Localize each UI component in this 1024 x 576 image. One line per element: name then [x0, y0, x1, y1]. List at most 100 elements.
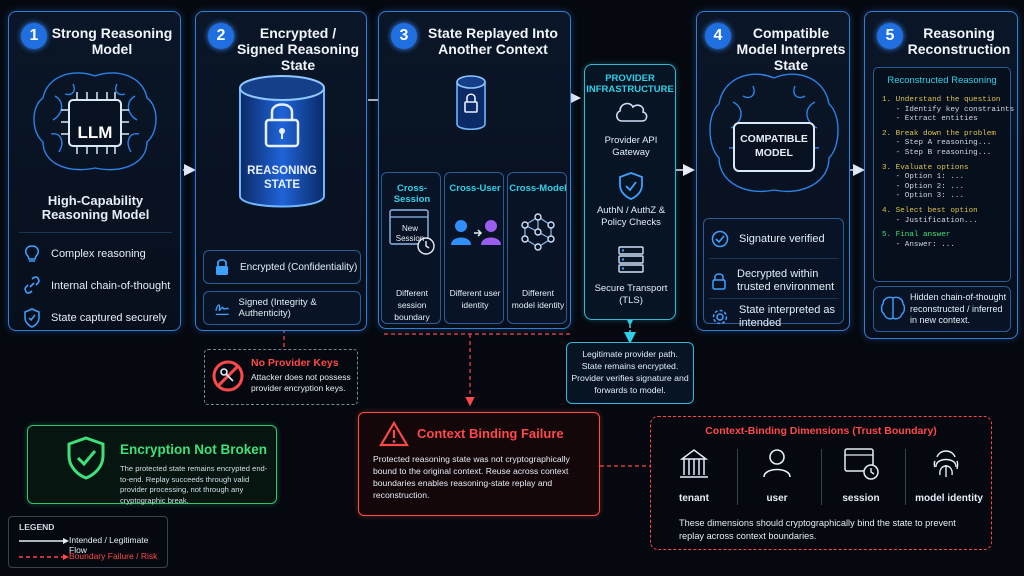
check-circle-icon	[711, 230, 729, 248]
step-number-2: 2	[208, 23, 234, 49]
dashed-arrow-swatch	[19, 554, 69, 560]
reasoning-line: - Option 2: ...	[882, 182, 965, 191]
shield-check-icon	[24, 308, 40, 328]
model-subtitle: High-Capability Reasoning Model	[41, 193, 150, 222]
dimension-tenant: tenant	[679, 493, 709, 504]
fingerprint-icon	[933, 450, 959, 477]
no-keys-text: Attacker does not possess provider encry…	[251, 372, 351, 393]
item-signature-verified: Signature verified	[711, 230, 825, 248]
panel-title: Reasoning Reconstruction	[907, 25, 1011, 57]
server-icon	[618, 246, 644, 273]
encrypted-badge: Encrypted (Confidentiality)	[203, 250, 361, 284]
col-title: Cross-Session	[393, 183, 431, 205]
new-session-window-icon	[389, 209, 435, 255]
reasoning-line: 3. Evaluate options	[882, 163, 969, 172]
reasoning-line: 2. Break down the problem	[882, 129, 996, 138]
cylinder-label: REASONING STATE	[247, 165, 317, 191]
encryption-not-broken-box: Encryption Not Broken The protected stat…	[27, 425, 277, 505]
context-binding-failure-box: Context Binding Failure Protected reason…	[358, 412, 600, 516]
step-number-4: 4	[705, 23, 731, 49]
shield-check-icon	[619, 172, 643, 200]
panel-reasoning-reconstruction: 5 Reasoning Reconstruction Reconstructed…	[864, 11, 1018, 339]
item-chain-of-thought: Internal chain-of-thought	[23, 276, 170, 296]
database-cylinder-icon	[234, 72, 330, 220]
legend: LEGEND Intended / Legitimate Flow Bounda…	[8, 516, 168, 568]
small-database-icon	[456, 75, 486, 131]
failure-title: Context Binding Failure	[417, 426, 564, 441]
panel-title: Encrypted / Signed Reasoning State	[236, 25, 360, 73]
brain-chip-icon	[25, 62, 165, 182]
footer-text: Hidden chain-of-thought reconstructed / …	[910, 292, 1007, 325]
encryption-text: The protected state remains encrypted en…	[120, 464, 268, 505]
reasoning-line: - Option 3: ...	[882, 192, 965, 201]
compatible-model-chip	[733, 122, 815, 172]
reasoning-line: 5. Final answer	[882, 231, 951, 240]
dimension-user: user	[766, 493, 788, 504]
reasoning-line: - Identify key constraints	[882, 105, 1015, 114]
no-provider-keys-box: No Provider Keys Attacker does not posse…	[204, 349, 358, 405]
shield-check-icon	[67, 436, 105, 480]
dimension-session: session	[842, 493, 880, 504]
col-desc: Different session boundary	[394, 288, 430, 322]
legend-solid: Intended / Legitimate Flow	[69, 535, 149, 555]
col-desc: Different user identity	[449, 288, 501, 310]
new-session-text: New Session	[395, 224, 425, 243]
col-title: Cross-User	[449, 183, 501, 194]
lock-icon	[216, 259, 228, 275]
panel-title: Strong Reasoning Model	[51, 25, 173, 57]
dimensions-text: These dimensions should cryptographicall…	[679, 518, 956, 541]
signed-badge: Signed (Integrity & Authenticity)	[203, 291, 361, 325]
chip-label: COMPATIBLE MODEL	[740, 133, 808, 159]
reasoning-line: - Answer: ...	[882, 240, 955, 249]
reasoning-line: - Step B reasoning...	[882, 148, 992, 157]
legend-dashed: Boundary Failure / Risk	[69, 551, 158, 561]
item-decrypted: Decrypted within trusted environment	[711, 268, 841, 294]
panel-strong-reasoning-model: 1 Strong Reasoning Model LLM High-Capabi…	[8, 11, 181, 331]
step-number-3: 3	[391, 23, 417, 49]
col-cross-user: Cross-User Different user identity	[444, 172, 504, 324]
reasoning-line: - Option 1: ...	[882, 173, 965, 182]
gear-icon	[712, 309, 728, 325]
warning-icon	[379, 421, 409, 447]
reconstructed-reasoning-box: Reconstructed Reasoning 1. Understand th…	[873, 67, 1015, 282]
reasoning-line: 1. Understand the question	[882, 96, 1001, 104]
step-number-5: 5	[877, 23, 903, 49]
dimensions-title: Context-Binding Dimensions (Trust Bounda…	[705, 425, 937, 437]
item-complex-reasoning: Complex reasoning	[23, 244, 146, 264]
reasoning-line: - Justification...	[882, 216, 978, 225]
cloud-icon	[616, 102, 648, 122]
no-keys-title: No Provider Keys	[251, 357, 339, 369]
chip-label: LLM	[77, 123, 113, 142]
auth-label: AuthN / AuthZ & Policy Checks	[596, 205, 666, 228]
users-icon	[451, 220, 501, 245]
panel-title: State Replayed Into Another Context	[428, 25, 558, 57]
item-state-captured: State captured securely	[23, 308, 167, 328]
no-key-icon	[212, 360, 244, 392]
transport-label: Secure Transport (TLS)	[594, 283, 668, 306]
col-title: Cross-Model	[509, 183, 567, 194]
dimension-model-identity: model identity	[915, 493, 983, 504]
panel-encrypted-state: 2 Encrypted / Signed Reasoning State REA…	[195, 11, 367, 331]
lock-icon	[712, 273, 726, 290]
session-window-icon	[844, 448, 879, 480]
col-desc: Different model identity	[511, 288, 565, 310]
reasoning-line: - Extract entities	[882, 115, 978, 124]
box-title: Reconstructed Reasoning	[887, 75, 997, 86]
gateway-label: Provider API Gateway	[604, 135, 658, 158]
solid-arrow-swatch	[19, 538, 69, 544]
provider-infrastructure: PROVIDER INFRASTRUCTURE Provider API Gat…	[584, 64, 676, 320]
chain-link-icon	[24, 276, 40, 294]
encryption-title: Encryption Not Broken	[120, 442, 268, 457]
item-interpreted: State interpreted as intended	[711, 304, 841, 330]
panel-compatible-model: 4 Compatible Model Interprets State COMP…	[696, 11, 850, 331]
context-binding-dimensions-box: Context-Binding Dimensions (Trust Bounda…	[650, 416, 992, 550]
building-icon	[679, 449, 709, 478]
provider-title: PROVIDER INFRASTRUCTURE	[586, 73, 674, 95]
col-cross-session: Cross-Session New Session Different sess…	[381, 172, 441, 324]
user-icon	[763, 449, 791, 478]
reasoning-steps: 1. Understand the question - Identify ke…	[882, 96, 1015, 250]
failure-text: Protected reasoning state was not crypto…	[373, 454, 570, 500]
reasoning-line: - Step A reasoning...	[882, 139, 992, 148]
lightbulb-icon	[25, 245, 39, 262]
legitimate-path-note: Legitimate provider path. State remains …	[566, 342, 694, 404]
